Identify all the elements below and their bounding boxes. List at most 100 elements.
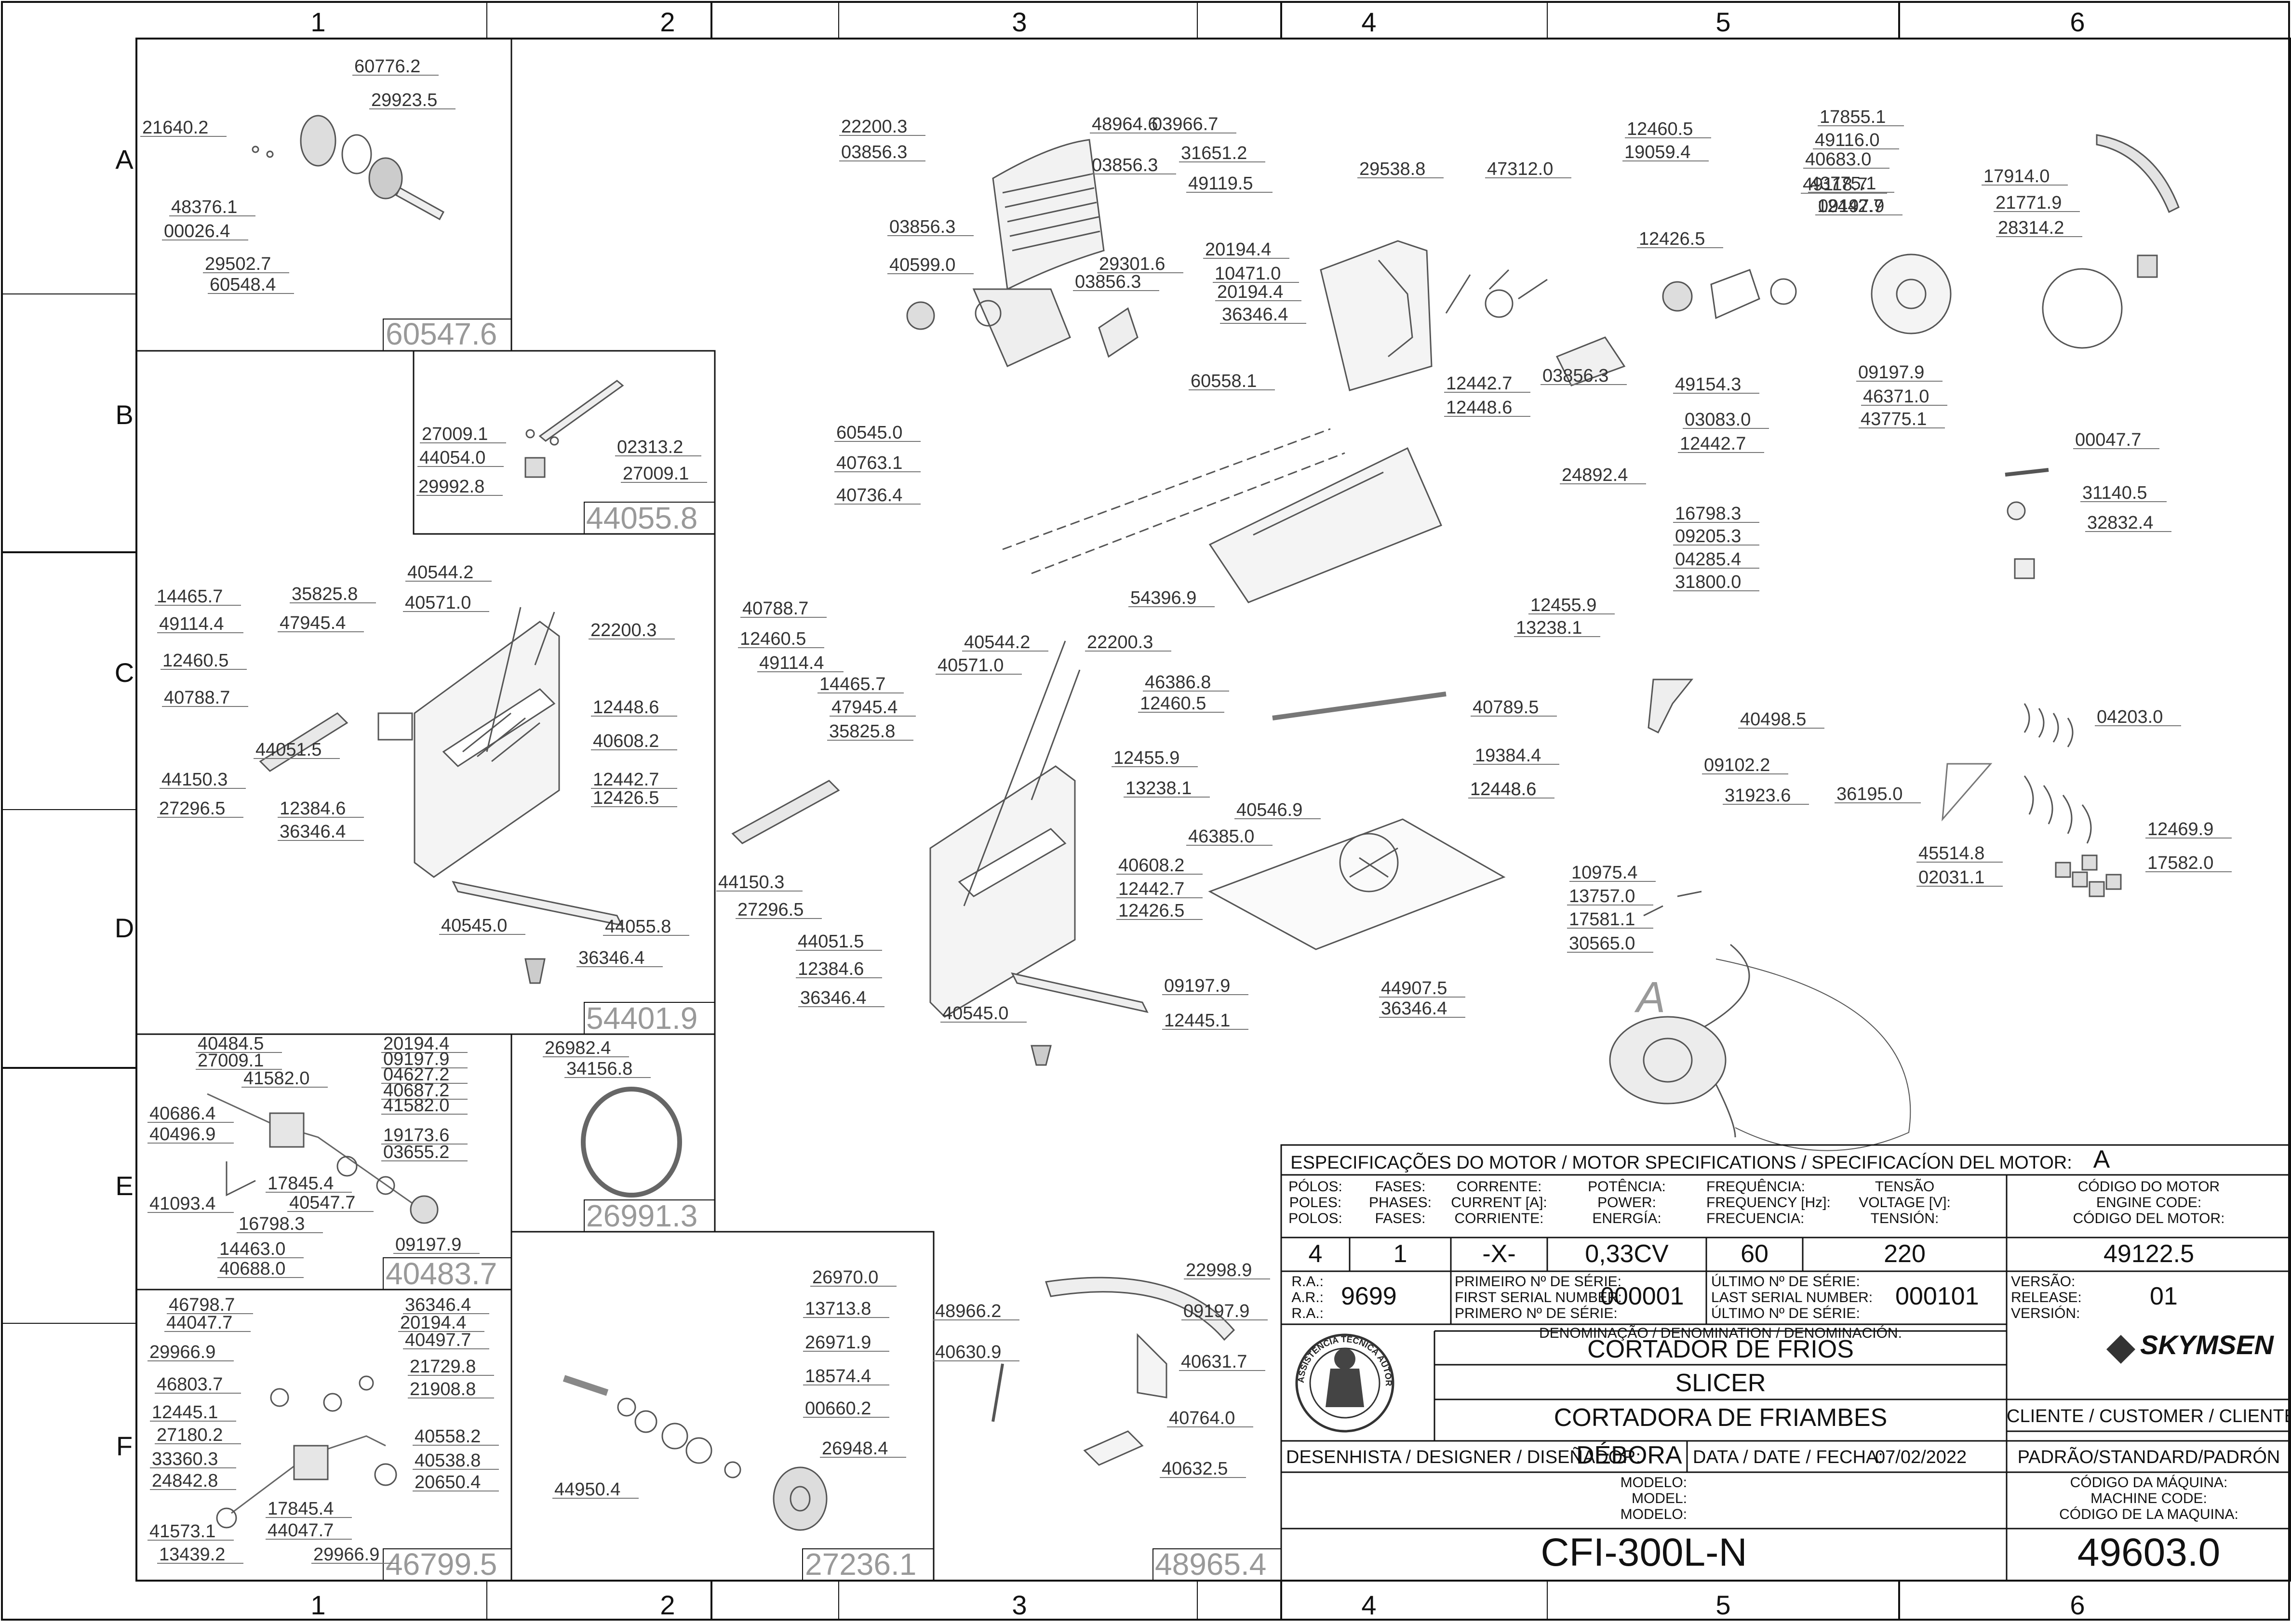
part-number-label: 12384.6: [280, 799, 346, 819]
part-number-label: 26971.9: [805, 1332, 871, 1353]
grid-row-label: B: [115, 399, 133, 430]
motor-spec-header-line: FREQUÊNCIA:: [1706, 1179, 1806, 1195]
part-number-label: 12448.6: [593, 697, 659, 718]
motor-spec-header-line: POTÊNCIA:: [1588, 1179, 1666, 1195]
part-number-label: 02031.1: [1918, 867, 1984, 888]
grid-column-label-top: 2: [660, 7, 675, 37]
part-number-label: 44047.7: [268, 1520, 334, 1541]
panel-assembly-code: 26991.3: [586, 1198, 697, 1233]
part-number-label: 40496.9: [149, 1124, 215, 1145]
part-number-label: 40683.0: [1805, 149, 1871, 170]
part-number-label: 04285.4: [1675, 549, 1741, 570]
motor-spec-header-cell: CORRENTE:CURRENT [A]:CORRIENTE:: [1451, 1179, 1547, 1226]
motor-spec-header-line: POWER:: [1597, 1195, 1656, 1211]
part-number-label: 12442.7: [1446, 373, 1512, 394]
panel-assembly-code: 40483.7: [386, 1256, 497, 1291]
machine-code-labels: CÓDIGO DA MÁQUINA:MACHINE CODE:CÓDIGO DE…: [2059, 1475, 2238, 1522]
e2-ring: [581, 1087, 682, 1198]
part-number-label: 40599.0: [889, 255, 955, 275]
grid-column-label-top: 6: [2070, 7, 2085, 37]
part-number-label: 29301.6: [1099, 254, 1165, 274]
part-number-label: 40571.0: [405, 593, 471, 613]
part-number-label: 40632.5: [1162, 1459, 1228, 1479]
grid-column-label-top: 4: [1361, 7, 1376, 37]
f1-part-group: [216, 1375, 397, 1529]
part-number-label: 03856.3: [889, 217, 955, 237]
version-labels: VERSÃO:RELEASE:VERSIÓN:: [2011, 1274, 2082, 1321]
part-number-label: 33360.3: [152, 1449, 218, 1469]
part-number-label: 12426.5: [1639, 229, 1705, 249]
part-number-label: 35825.8: [829, 721, 895, 742]
part-number-label: 36346.4: [1222, 305, 1288, 325]
part-number-label: 45514.8: [1918, 843, 1984, 864]
part-number-label: 03856.3: [1075, 272, 1141, 292]
part-number-label: 41582.0: [243, 1068, 309, 1089]
version-value: 01: [2150, 1282, 2178, 1310]
part-number-label: 36346.4: [405, 1295, 471, 1315]
part-number-label: 29923.5: [371, 90, 437, 110]
part-number-label: 04203.0: [2097, 707, 2163, 727]
part-number-label: 19059.4: [1624, 142, 1690, 162]
part-number-label: 44055.8: [605, 917, 671, 937]
part-number-label: 40571.0: [938, 655, 1004, 676]
part-number-label: 36346.4: [280, 822, 346, 842]
part-number-label: 40631.7: [1181, 1352, 1247, 1372]
grid-column-label-bottom: 4: [1361, 1590, 1376, 1620]
part-number-label: 03856.3: [1092, 155, 1158, 175]
part-number-label: 48964.6: [1092, 114, 1158, 134]
part-number-label: 49114.4: [759, 653, 824, 673]
a1-part-group: [252, 115, 445, 221]
part-number-label: 12384.6: [798, 959, 864, 979]
customer-value: PADRÃO/STANDARD/PADRÓN: [2017, 1447, 2280, 1467]
motor-spec-header-line: PHASES:: [1368, 1195, 1432, 1211]
part-number-label: 14463.0: [219, 1239, 285, 1259]
part-number-label: 30565.0: [1569, 933, 1635, 954]
part-number-label: 27180.2: [157, 1425, 223, 1445]
part-number-label: 36346.4: [1381, 998, 1447, 1019]
skymsen-logo: SKYMSEN: [2106, 1330, 2274, 1364]
part-number-label: 17855.1: [1820, 107, 1886, 127]
brand-logo-text: SKYMSEN: [2140, 1330, 2274, 1360]
first-serial-labels: PRIMEIRO Nº DE SÉRIE:FIRST SERIAL NUMBER…: [1455, 1274, 1622, 1321]
part-number-label: 40608.2: [593, 731, 659, 751]
part-number-label: 40763.1: [836, 453, 902, 473]
part-number-label: 02313.2: [617, 437, 683, 457]
part-number-label: 40498.5: [1740, 709, 1806, 730]
part-number-label: 40558.2: [415, 1426, 481, 1447]
part-number-label: 49119.5: [1188, 173, 1253, 194]
panel-assembly-code: 46799.5: [386, 1547, 497, 1582]
part-number-label: 36346.4: [578, 948, 644, 968]
part-number-label: 29992.8: [418, 477, 484, 497]
part-number-label: 09205.3: [1675, 526, 1741, 546]
part-number-label: 10471.0: [1215, 264, 1281, 284]
technical-assistance-badge: [1295, 1333, 1394, 1433]
designer-label: DESENHISTA / DESIGNER / DISEÑADOR:: [1286, 1447, 1641, 1467]
customer-label: CLIENTE / CUSTOMER / CLIENTE:: [2007, 1406, 2291, 1426]
f2-part-group: [563, 1375, 828, 1531]
motor-spec-value-cell: 0,33CV: [1585, 1240, 1669, 1268]
grid-row-label: A: [115, 144, 134, 174]
part-number-label: 12442.7: [1118, 879, 1184, 899]
part-number-label: 43775.1: [1861, 409, 1927, 429]
part-number-label: 48376.1: [171, 197, 237, 217]
part-number-label: 60545.0: [836, 423, 902, 443]
part-number-label: 44051.5: [255, 740, 322, 760]
last-serial-value: 000101: [1895, 1282, 1979, 1310]
part-number-label: 17582.0: [2147, 853, 2213, 873]
part-number-label: 27296.5: [737, 900, 804, 920]
part-number-label: 40688.0: [219, 1259, 285, 1279]
part-number-label: 60548.4: [210, 275, 276, 295]
part-number-label: 27296.5: [159, 799, 225, 819]
part-number-label: 03856.3: [1542, 366, 1608, 386]
part-number-label: 16798.3: [1675, 504, 1741, 524]
motor-spec-header-line: FASES:: [1375, 1179, 1426, 1195]
part-number-label: 21908.8: [410, 1379, 476, 1399]
part-number-label: 49116.0: [1815, 130, 1880, 150]
part-number-label: 43775.1: [1810, 173, 1876, 194]
motor-spec-header-line: ENERGÍA:: [1592, 1211, 1661, 1226]
part-number-label: 20650.4: [415, 1472, 481, 1492]
part-number-label: 44047.7: [166, 1313, 232, 1333]
part-number-label: 03856.3: [841, 142, 907, 162]
